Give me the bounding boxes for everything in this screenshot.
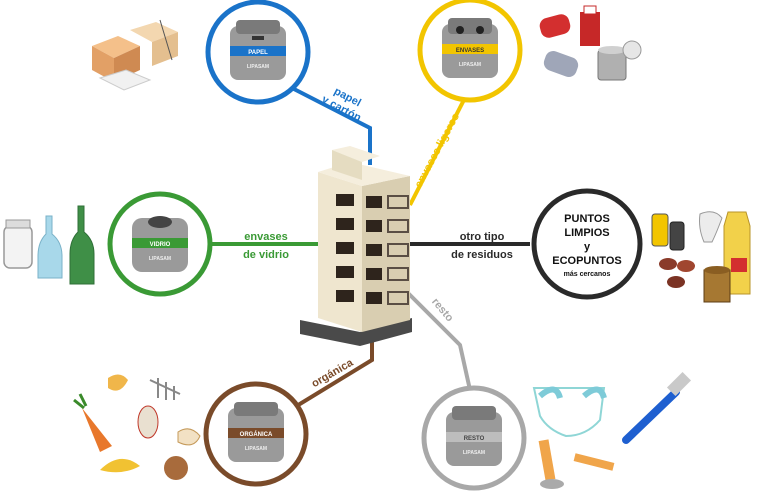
batteries-bulb-oil-paint-icon [651,211,751,303]
cardboard-boxes-icon [92,19,178,91]
clean-points-line5: más cercanos [564,271,611,278]
diaper-razor-cigarette-icon [532,371,692,489]
paper-bin-brand: LIPASAM [247,64,269,70]
rest-bin-tag: RESTO [464,436,485,442]
organic-bin-brand: LIPASAM [245,446,267,452]
light-connector [408,91,470,206]
light-label: envases ligeros [413,111,462,190]
clean-points-line4: ECOPUNTOS [552,255,621,267]
paper-bin-tag: PAPEL [248,50,268,56]
organic-bin-group: ORGÁNICA LIPASAM [203,381,309,487]
light-bin-tag: ENVASES [456,48,484,54]
rest-connector [403,288,472,391]
clean-points-line1: PUNTOS [564,213,610,225]
glass-bin-brand: LIPASAM [149,256,171,262]
light-bin-group: ENVASES LIPASAM [417,0,523,103]
clean-points-line3: y [584,241,591,253]
clean-points-group: PUNTOS LIMPIOS y ECOPUNTOS más cercanos [531,188,643,300]
glass-jar-bottles-icon [3,205,95,285]
food-scraps-icon [73,374,201,480]
other-label-line2: de residuos [451,249,513,261]
glass-bin-tag: VIDRIO [150,242,171,248]
rest-bin-group: RESTO LIPASAM [421,385,527,491]
other-label-line1: otro tipo [460,231,505,243]
glass-label-line1: envases [244,231,287,243]
glass-bin-group: VIDRIO LIPASAM [107,191,213,297]
cans-bottles-brick-icon [539,5,642,81]
clean-points-circle [531,188,643,300]
organic-bin-tag: ORGÁNICA [240,431,273,438]
paper-bin-group: PAPEL LIPASAM [205,0,311,105]
rest-bin-brand: LIPASAM [463,450,485,456]
clean-points-line2: LIMPIOS [564,227,609,239]
apartment-building-icon [300,146,412,346]
glass-label-line2: de vidrio [243,249,289,261]
light-bin-brand: LIPASAM [459,62,481,68]
